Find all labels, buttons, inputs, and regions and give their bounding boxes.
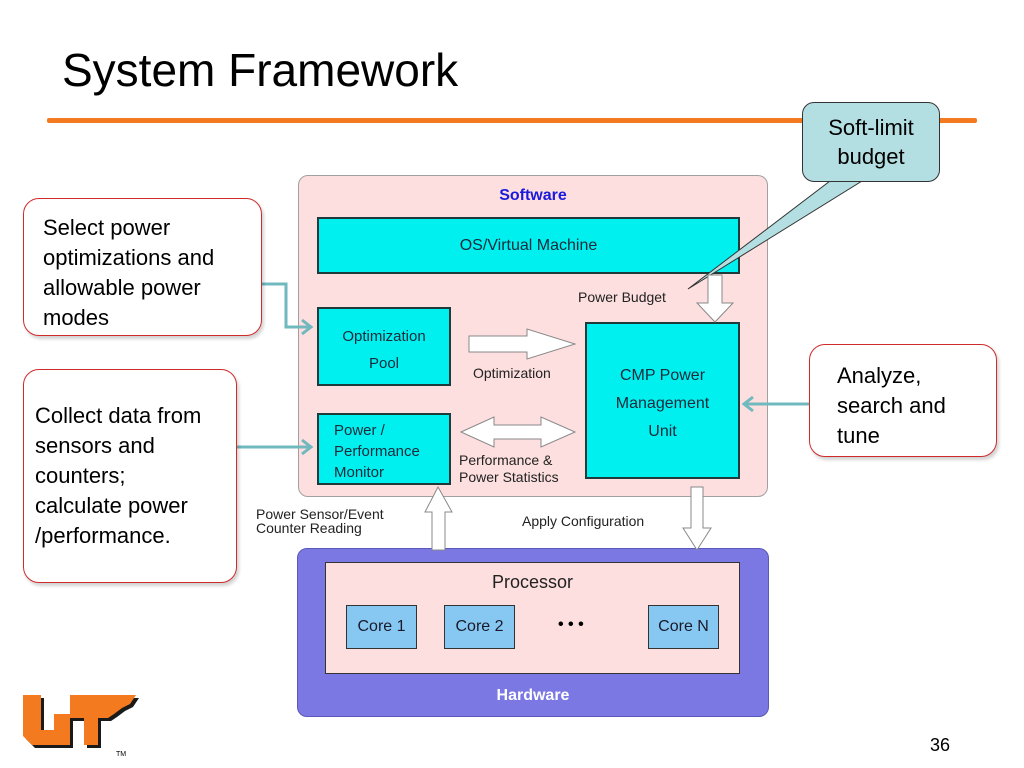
cmp-line-3: Unit — [648, 423, 677, 440]
analyze-line-1: Analyze, — [837, 363, 922, 388]
analyze-line-2: search and — [837, 393, 946, 418]
monitor-line-1: Power / — [334, 422, 385, 439]
sensor-reading-arrow — [424, 485, 453, 551]
cmp-line-2: Management — [615, 395, 710, 412]
select-optimizations-callout: Select power optimizations and allowable… — [23, 198, 262, 336]
os-virtual-machine-box: OS/Virtual Machine — [317, 217, 740, 274]
perf-stats-line-2: Power Statistics — [459, 469, 559, 485]
select-line-2: optimizations and — [43, 245, 215, 270]
core-n-box: Core N — [648, 605, 719, 649]
analyze-line-3: tune — [837, 423, 880, 448]
cmp-power-management-unit-box: CMP Power Management Unit — [585, 322, 740, 479]
perf-stats-line-1: Performance & — [459, 452, 553, 468]
collect-line-2: sensors and — [35, 433, 155, 458]
collect-connector-arrowhead — [301, 438, 314, 456]
analyze-connector-arrowhead — [741, 395, 754, 413]
collect-data-callout: Collect data from sensors and counters; … — [23, 369, 237, 583]
soft-limit-line-1: Soft-limit — [828, 115, 914, 140]
monitor-line-2: Performance — [334, 443, 420, 460]
power-performance-monitor-box: Power / Performance Monitor — [317, 413, 451, 485]
optimization-pool-box: Optimization Pool — [317, 307, 451, 386]
core-1-label: Core 1 — [357, 618, 406, 635]
collect-line-3: counters; — [35, 463, 126, 488]
power-budget-arrow — [695, 274, 735, 323]
slide-title: System Framework — [62, 44, 459, 96]
power-budget-label: Power Budget — [578, 289, 666, 305]
core-1-box: Core 1 — [346, 605, 417, 649]
select-line-1: Select power — [43, 215, 171, 240]
title-divider — [47, 118, 977, 123]
optimization-arrow — [468, 328, 577, 360]
soft-limit-pointer — [687, 180, 864, 290]
os-vm-label: OS/Virtual Machine — [459, 236, 598, 254]
soft-limit-budget-callout: Soft-limit budget — [802, 102, 940, 182]
sensor-reading-line-1: Power Sensor/Event — [256, 506, 384, 522]
select-line-3: allowable power — [43, 275, 201, 300]
sensor-reading-label: Power Sensor/Event Counter Reading — [256, 507, 384, 535]
core-2-box: Core 2 — [444, 605, 515, 649]
perf-stats-label: Performance & Power Statistics — [459, 452, 559, 486]
cmp-line-1: CMP Power — [619, 367, 706, 384]
page-number: 36 — [930, 735, 951, 755]
soft-limit-line-2: budget — [837, 144, 905, 169]
core-2-label: Core 2 — [455, 618, 504, 635]
hardware-label: Hardware — [496, 687, 570, 704]
collect-line-1: Collect data from — [35, 403, 202, 428]
select-line-4: modes — [43, 305, 110, 330]
statistics-bidirectional-arrow — [459, 416, 577, 448]
monitor-line-3: Monitor — [334, 464, 385, 481]
optimization-pool-line-1: Optimization — [342, 328, 426, 345]
trademark-mark: TM — [116, 751, 126, 758]
analyze-callout: Analyze, search and tune — [809, 344, 997, 457]
core-n-label: Core N — [658, 618, 709, 635]
select-connector-arrowhead — [301, 318, 314, 336]
optimization-flow-label: Optimization — [473, 365, 551, 381]
collect-line-4: calculate power — [35, 493, 188, 518]
sensor-reading-line-2: Counter Reading — [256, 520, 362, 536]
ut-logo-icon: TM — [23, 695, 139, 758]
software-label: Software — [499, 187, 567, 204]
core-ellipsis: • • • — [558, 616, 584, 633]
processor-label: Processor — [491, 572, 574, 592]
collect-line-5: /performance. — [35, 523, 171, 548]
optimization-pool-line-2: Pool — [368, 355, 400, 372]
apply-config-arrow — [682, 486, 712, 551]
apply-configuration-label: Apply Configuration — [522, 513, 645, 529]
select-connector — [262, 282, 310, 329]
